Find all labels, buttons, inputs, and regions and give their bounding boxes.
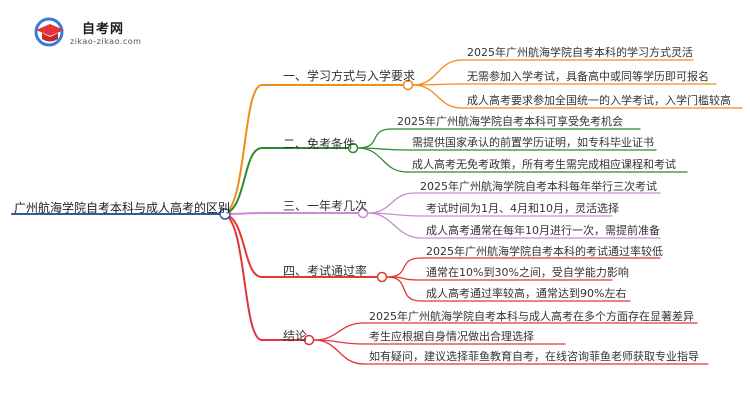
- leaf-4-1: 2025年广州航海学院自考本科的考试通过率较低: [426, 245, 663, 258]
- branch-label-2: 二、免考条件: [283, 137, 356, 151]
- branch-connector-1: [221, 84, 263, 215]
- branch-node-1[interactable]: [402, 79, 414, 91]
- leaf-connector-1-3: [412, 84, 463, 109]
- branch-label-5: 结论: [283, 329, 308, 343]
- leaf-connector-4-1: [386, 257, 422, 278]
- leaf-1-2: 无需参加入学考试，具备高中或同等学历即可报名: [467, 70, 709, 83]
- branch-node-4[interactable]: [376, 271, 388, 283]
- branch-label-1: 一、学习方式与入学要求: [283, 69, 416, 83]
- site-logo[interactable]: 自考网 zikao-zikao.com: [32, 14, 172, 54]
- branch-node-3[interactable]: [357, 207, 369, 219]
- leaf-2-3: 成人高考无免考政策，所有考生需完成相应课程和考试: [412, 158, 676, 171]
- leaf-5-1: 2025年广州航海学院自考本科与成人高考在多个方面存在显著差异: [369, 310, 694, 323]
- leaf-4-2: 通常在10%到30%之间，受自学能力影响: [426, 266, 629, 279]
- graduation-cap-icon: [34, 17, 64, 47]
- leaf-3-2: 考试时间为1月、4月和10月，灵活选择: [426, 202, 619, 215]
- leaf-connector-5-3: [313, 339, 365, 365]
- leaf-3-3: 成人高考通常在每年10月进行一次，需提前准备: [426, 224, 660, 237]
- logo-title: 自考网: [82, 22, 125, 37]
- leaf-connector-4-3: [386, 276, 422, 302]
- branch-node-5[interactable]: [303, 334, 315, 346]
- leaf-1-3: 成人高考要求参加全国统一的入学考试，入学门槛较高: [467, 94, 731, 107]
- leaf-2-1: 2025年广州航海学院自考本科可享受免考机会: [397, 115, 623, 128]
- leaf-connector-5-1: [313, 322, 365, 341]
- leaf-connector-3-3: [367, 212, 422, 239]
- branch-label-4: 四、考试通过率: [283, 264, 368, 278]
- logo-subtitle: zikao-zikao.com: [70, 37, 142, 46]
- branch-node-2[interactable]: [347, 142, 359, 154]
- leaf-2-2: 需提供国家承认的前置学历证明，如专科毕业证书: [412, 136, 654, 149]
- leaf-connector-2-3: [357, 147, 408, 173]
- leaf-5-3: 如有疑问，建议选择菲鱼教育自考，在线咨询菲鱼老师获取专业指导: [369, 350, 699, 363]
- root-node[interactable]: [219, 208, 231, 220]
- leaf-4-3: 成人高考通过率较高，通常达到90%左右: [426, 287, 627, 300]
- leaf-connector-1-1: [412, 59, 463, 86]
- leaf-5-2: 考生应根据自身情况做出合理选择: [369, 330, 534, 343]
- branch-label-3: 三、一年考几次: [283, 199, 368, 213]
- leaf-connector-3-1: [367, 192, 416, 214]
- leaf-connector-2-1: [357, 128, 393, 149]
- leaf-1-1: 2025年广州航海学院自考本科的学习方式灵活: [467, 46, 693, 59]
- branch-connector-5: [221, 213, 263, 341]
- root-node-label: 广州航海学院自考本科与成人高考的区别: [14, 201, 231, 215]
- leaf-3-1: 2025年广州航海学院自考本科每年举行三次考试: [420, 180, 657, 193]
